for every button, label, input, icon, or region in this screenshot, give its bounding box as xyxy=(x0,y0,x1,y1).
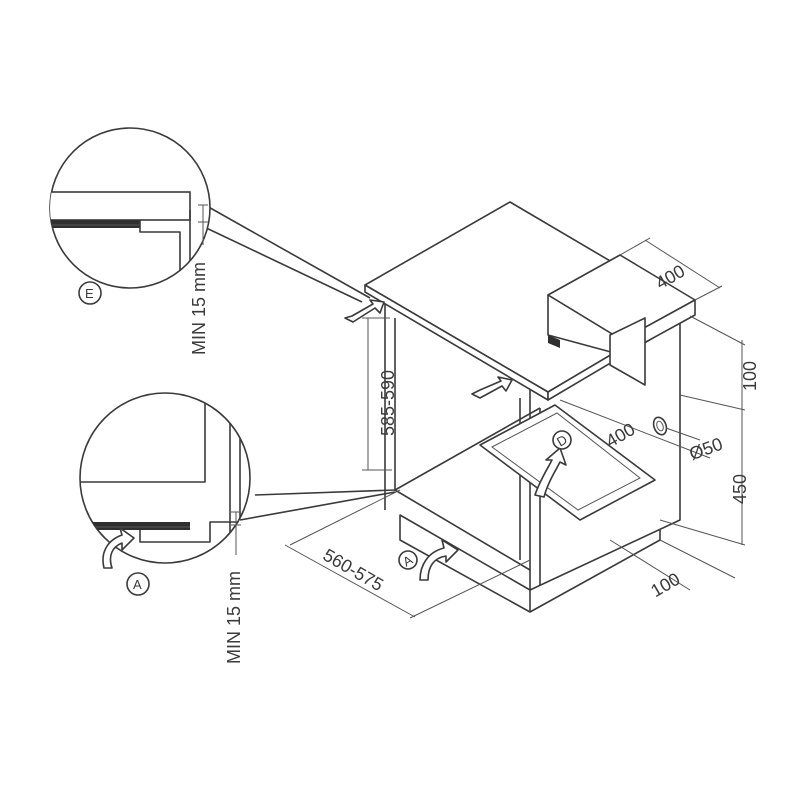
curved-arrow-icon xyxy=(419,539,459,581)
detail-lower xyxy=(79,392,396,564)
arrow-icon xyxy=(471,376,513,399)
detail-upper-label: E xyxy=(85,286,94,301)
arrow-icon xyxy=(344,299,385,323)
dimension-lines xyxy=(284,237,746,619)
curved-arrow-icon xyxy=(534,447,567,498)
detail-upper xyxy=(49,127,371,303)
dimension-height-mid: 450 xyxy=(730,474,750,504)
dimension-cabinet-height: 585-590 xyxy=(378,370,398,436)
dimension-depth-bottom: 100 xyxy=(647,569,683,601)
dimension-height-top: 100 xyxy=(740,361,760,391)
curved-arrow-icon xyxy=(102,527,135,569)
detail-lower-min-gap: MIN 15 mm xyxy=(224,571,244,664)
detail-lower-label: A xyxy=(133,577,142,592)
cabinet xyxy=(364,201,696,613)
detail-upper-min-gap: MIN 15 mm xyxy=(189,262,209,355)
dimension-hole-diameter: Ø50 xyxy=(686,434,725,464)
